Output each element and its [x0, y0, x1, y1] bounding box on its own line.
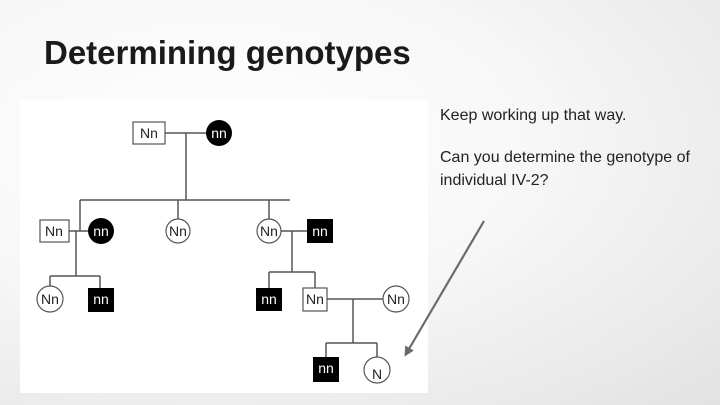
gen3-female-1-circle: [36, 285, 64, 313]
gen2-female-2-genotype: Nn: [169, 223, 187, 239]
gen2-male-3-square: [307, 219, 333, 243]
gen4-male-1-square: [313, 357, 339, 382]
pedigree-svg: Nn nn Nn nn Nn Nn nn Nn nn nn Nn Nn nn N: [36, 120, 410, 384]
gen3-female-2-circle: [382, 285, 410, 313]
gen2-female-1-genotype: nn: [93, 223, 109, 239]
pedigree-lines: [49, 132, 383, 357]
gen2-male-3-genotype: nn: [312, 223, 328, 239]
pedigree-chart: Nn nn Nn nn Nn Nn nn Nn nn nn Nn Nn nn N: [20, 100, 428, 393]
gen2-male-2-circle: [256, 218, 282, 244]
instruction-text: Keep working up that way.: [440, 107, 627, 124]
gen1-female-circle: [206, 120, 232, 146]
gen3-male-3-square: [302, 287, 328, 312]
gen2-male-2-genotype: Nn: [260, 223, 278, 239]
arrow-line: [404, 220, 485, 357]
gen4-male-1-genotype: nn: [318, 360, 334, 376]
gen3-male-3-genotype: Nn: [306, 291, 324, 307]
gen3-male-1-genotype: nn: [93, 291, 109, 307]
gen3-female-1-genotype: Nn: [41, 291, 59, 307]
gen2-female-2-circle: [165, 218, 191, 244]
question-text: Can you determine the genotype of indivi…: [440, 149, 690, 189]
slide-title: Determining genotypes: [44, 34, 411, 71]
gen4-female-1-genotype: N: [372, 366, 382, 382]
gen2-male-1-square: [39, 219, 70, 243]
gen3-female-2-genotype: Nn: [387, 291, 405, 307]
gen2-male-1-genotype: Nn: [45, 223, 63, 239]
gen3-male-1-square: [88, 288, 114, 312]
gen3-male-2-genotype: nn: [261, 291, 277, 307]
gen1-female-genotype: nn: [211, 125, 227, 141]
gen2-female-1-circle: [88, 218, 114, 244]
gen4-female-1-circle: [363, 356, 391, 384]
gen3-male-2-square: [256, 288, 282, 311]
gen1-male-square: [132, 121, 166, 145]
gen1-male-genotype: Nn: [140, 125, 158, 141]
